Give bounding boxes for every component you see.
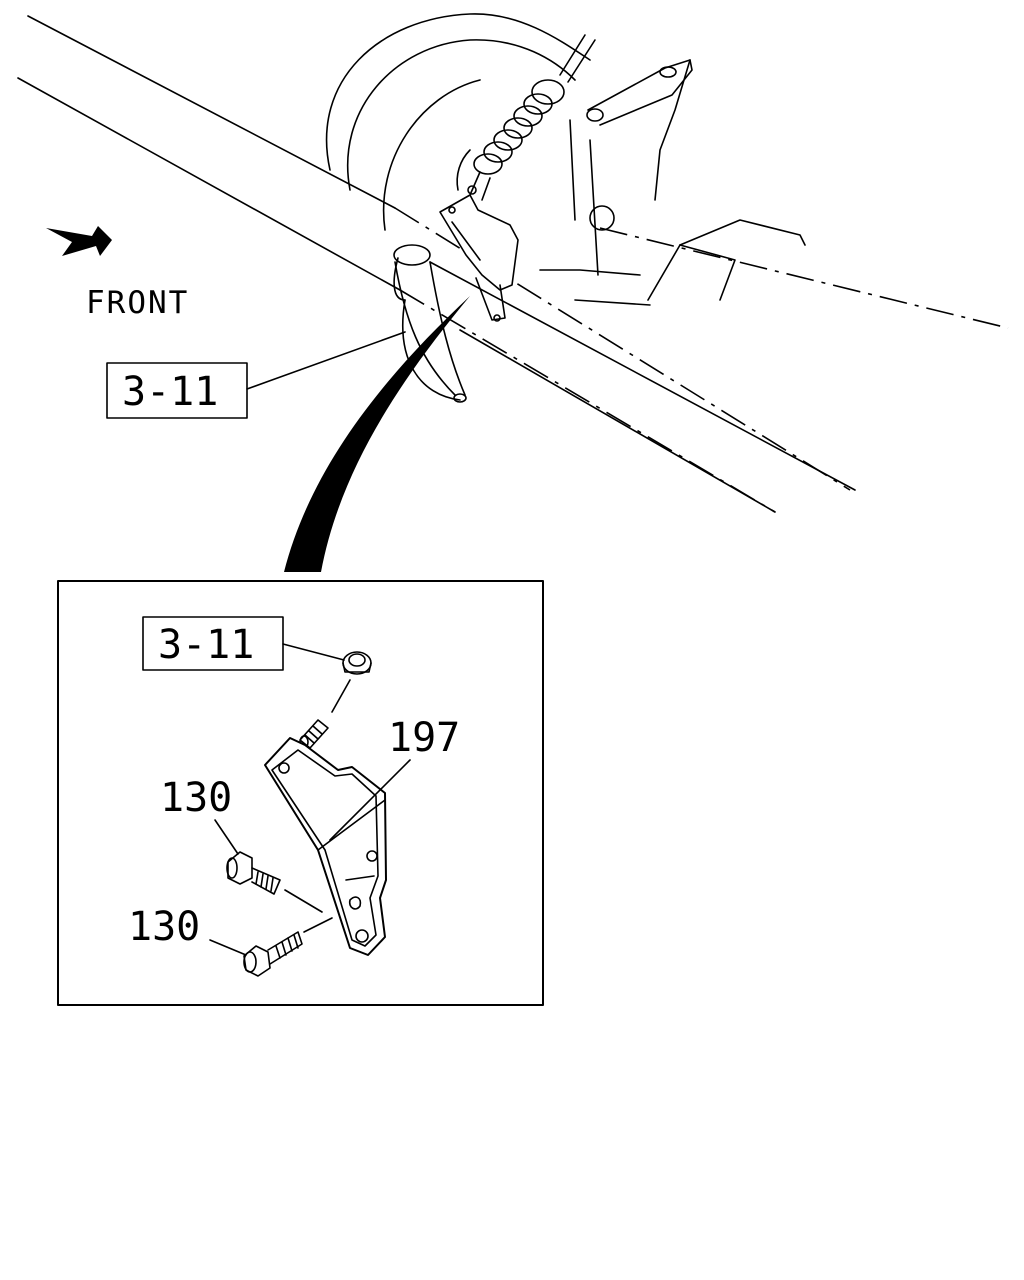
overview-ref-label: 3-11	[122, 369, 218, 415]
detail-frame	[57, 580, 544, 1006]
bolt-lower-label: 130	[128, 904, 200, 950]
brake-drum	[325, 13, 591, 401]
front-arrow-icon	[46, 226, 112, 256]
frame-rails	[17, 15, 1009, 513]
bracket-overview	[439, 194, 519, 322]
nut-icon	[331, 651, 372, 713]
detail-ref-callout: 3-11	[142, 616, 345, 671]
overview-ref-leader	[246, 331, 406, 390]
bracket-197-label: 197	[388, 715, 460, 761]
bolt-upper-icon	[226, 851, 323, 913]
axle-linkage	[539, 59, 806, 306]
overview-ref-callout: 3-11	[106, 331, 406, 419]
detail-inset: 3-11 197	[57, 580, 544, 1006]
front-label: FRONT	[86, 285, 189, 321]
brake-cable	[467, 34, 596, 201]
overview-scene: FRONT 3-11	[17, 13, 1009, 572]
bolt-upper-label: 130	[160, 775, 232, 821]
brake-hose	[393, 244, 467, 403]
bolt-lower-icon	[243, 917, 333, 977]
detail-ref-label: 3-11	[158, 622, 254, 668]
zoom-pointer	[284, 296, 470, 572]
bracket-197-icon	[264, 737, 387, 956]
